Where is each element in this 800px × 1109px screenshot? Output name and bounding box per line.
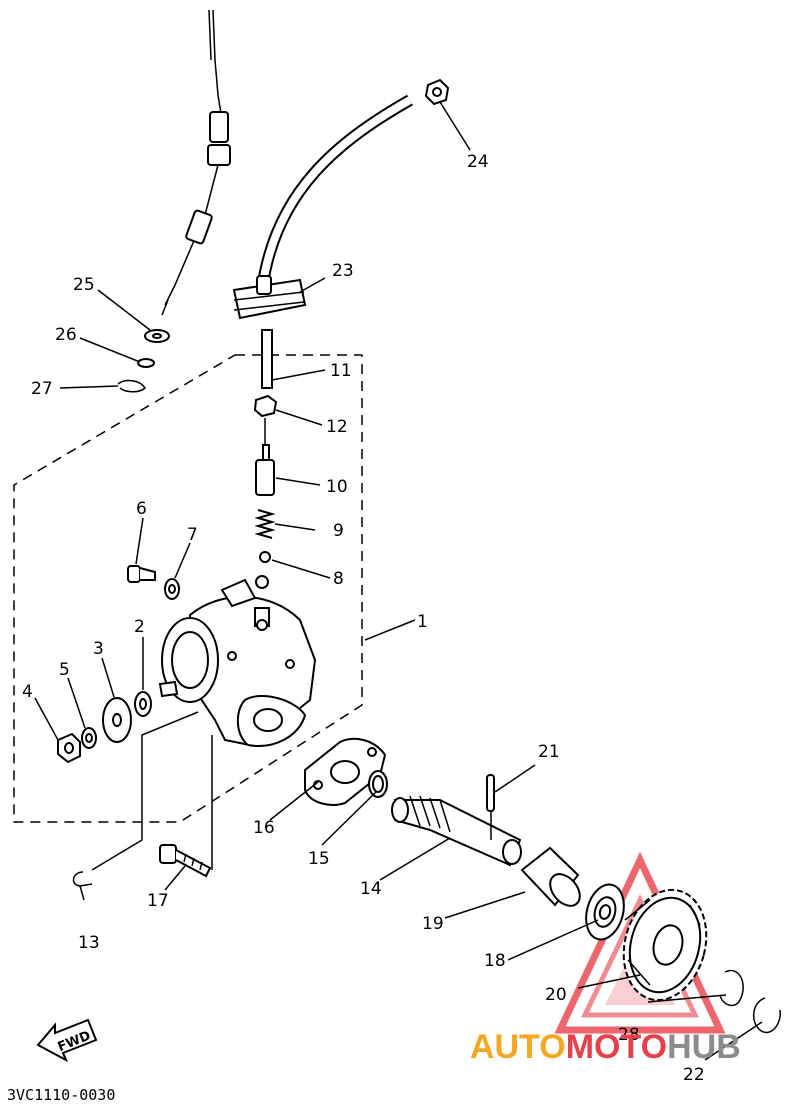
part-plate-3 [102,697,132,743]
part-washer-2 [134,691,152,717]
watermark-hub: HUB [667,1028,741,1066]
part-ball-8 [259,551,271,563]
part-nut-4 [57,732,81,764]
part-o-ring-26 [137,358,155,368]
part-bearing-18 [585,883,625,941]
part-o-ring-15 [368,770,388,798]
watermark-text: AUTOMOTOHUB [470,1028,741,1066]
leader-lines [34,101,763,1061]
forward-direction-arrow: FWD [36,1018,98,1063]
callout-16: 16 [253,818,275,838]
callout-labels: 1 2 3 4 5 6 7 8 9 10 11 12 13 14 15 16 1… [22,152,705,1085]
callout-17: 17 [147,891,169,911]
callout-28: 28 [618,1025,640,1045]
part-screw-6 [127,565,156,583]
part-nut-12 [253,394,278,418]
callout-11: 11 [330,361,352,381]
part-circlip-22 [753,997,781,1034]
callout-1: 1 [417,612,428,632]
callout-2: 2 [134,617,145,637]
watermark-moto: MOTO [566,1028,667,1066]
part-clip-13 [72,871,93,887]
callout-23: 23 [332,261,354,281]
part-bolt-17 [159,844,212,878]
callout-6: 6 [136,499,147,519]
callout-15: 15 [308,849,330,869]
callout-22: 22 [683,1065,705,1085]
assembly-boundary [13,354,363,823]
part-gear-20 [622,888,708,1002]
callout-24: 24 [467,152,489,172]
callout-9: 9 [333,521,344,541]
part-delivery-pipe-23 [232,94,413,320]
part-spring-9 [254,509,276,539]
part-cap-nut-24 [424,78,450,106]
callout-25: 25 [73,275,95,295]
callout-19: 19 [422,914,444,934]
callout-14: 14 [360,879,382,899]
callout-18: 18 [484,951,506,971]
callout-3: 3 [93,639,104,659]
part-oil-pump-body-1 [158,575,317,747]
part-clip-27 [117,379,146,393]
callout-12: 12 [326,417,348,437]
part-pipe-11 [261,329,273,389]
part-washer-5 [81,727,97,749]
callout-13: 13 [78,933,100,953]
part-clip-28 [719,969,744,1007]
callout-7: 7 [187,525,198,545]
svg-text:AUTOMOTOHUB: AUTOMOTOHUB [470,1028,741,1066]
callout-21: 21 [538,742,560,762]
part-collar-19 [520,846,581,907]
callout-5: 5 [59,660,70,680]
callout-10: 10 [326,477,348,497]
drawing-code: 3VC1110-0030 [7,1086,115,1104]
part-drive-shaft-14 [391,795,522,867]
part-washer-25 [144,329,170,343]
watermark-auto: AUTO [470,1028,566,1066]
assembly-line-clip [91,711,199,871]
callout-26: 26 [55,325,77,345]
cable-assembly [161,9,231,316]
callout-4: 4 [22,682,33,702]
part-washer-7 [164,578,180,600]
callout-20: 20 [545,985,567,1005]
part-plunger-10 [255,444,275,496]
callout-27: 27 [31,379,53,399]
part-pin-21 [486,774,495,812]
callout-8: 8 [333,569,344,589]
